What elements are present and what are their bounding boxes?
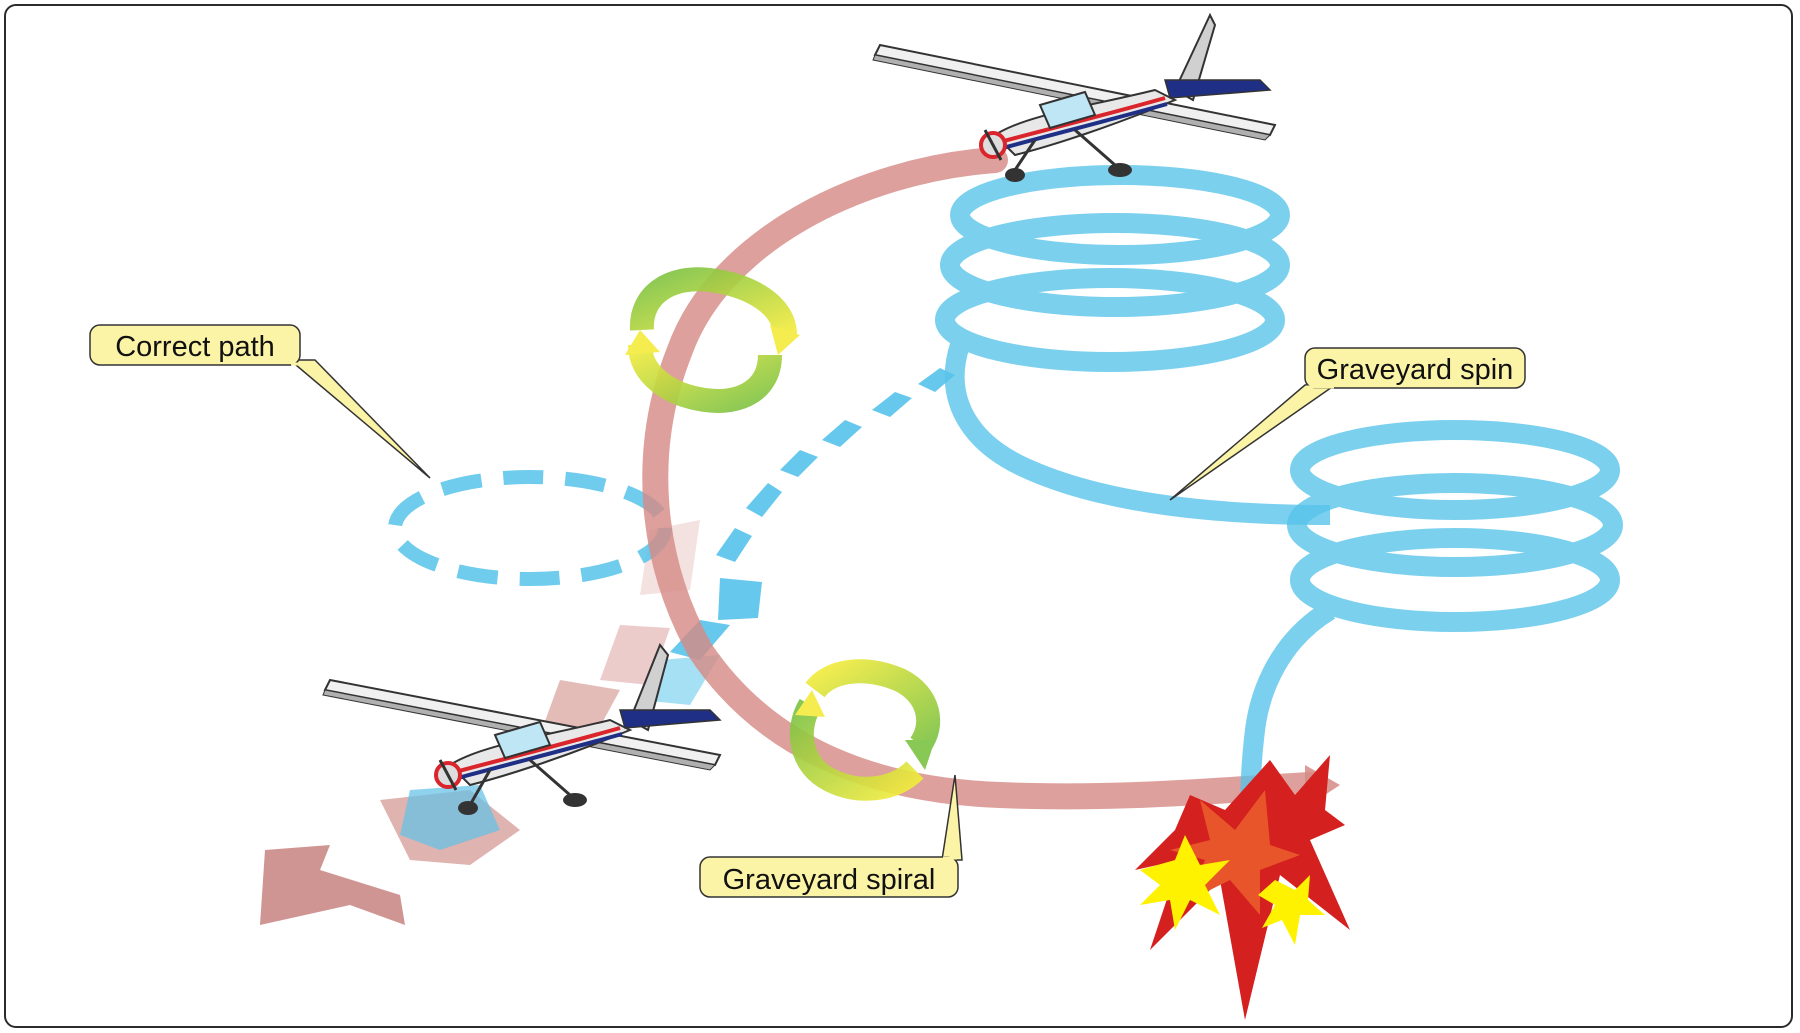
callout-label: Graveyard spiral	[723, 864, 936, 896]
exit-arrow	[260, 845, 405, 925]
airplane-icon	[322, 643, 722, 815]
callout-graveyard-spiral: Graveyard spiral	[699, 774, 963, 898]
callout-label: Graveyard spin	[1317, 354, 1514, 386]
callout-label: Correct path	[115, 331, 275, 363]
callout-graveyard-spin: Graveyard spin	[1169, 347, 1526, 501]
explosion-icon	[1135, 755, 1350, 1020]
rotation-arrows-icon	[789, 659, 941, 801]
graveyard-spiral-path	[642, 147, 1340, 810]
correct-path-ellipse	[388, 470, 672, 586]
rotation-arrows-icon	[625, 267, 800, 413]
graveyard-spin-coil-upper	[935, 165, 1331, 525]
airplane-icon	[872, 12, 1277, 182]
callout-correct-path: Correct path	[89, 324, 431, 479]
